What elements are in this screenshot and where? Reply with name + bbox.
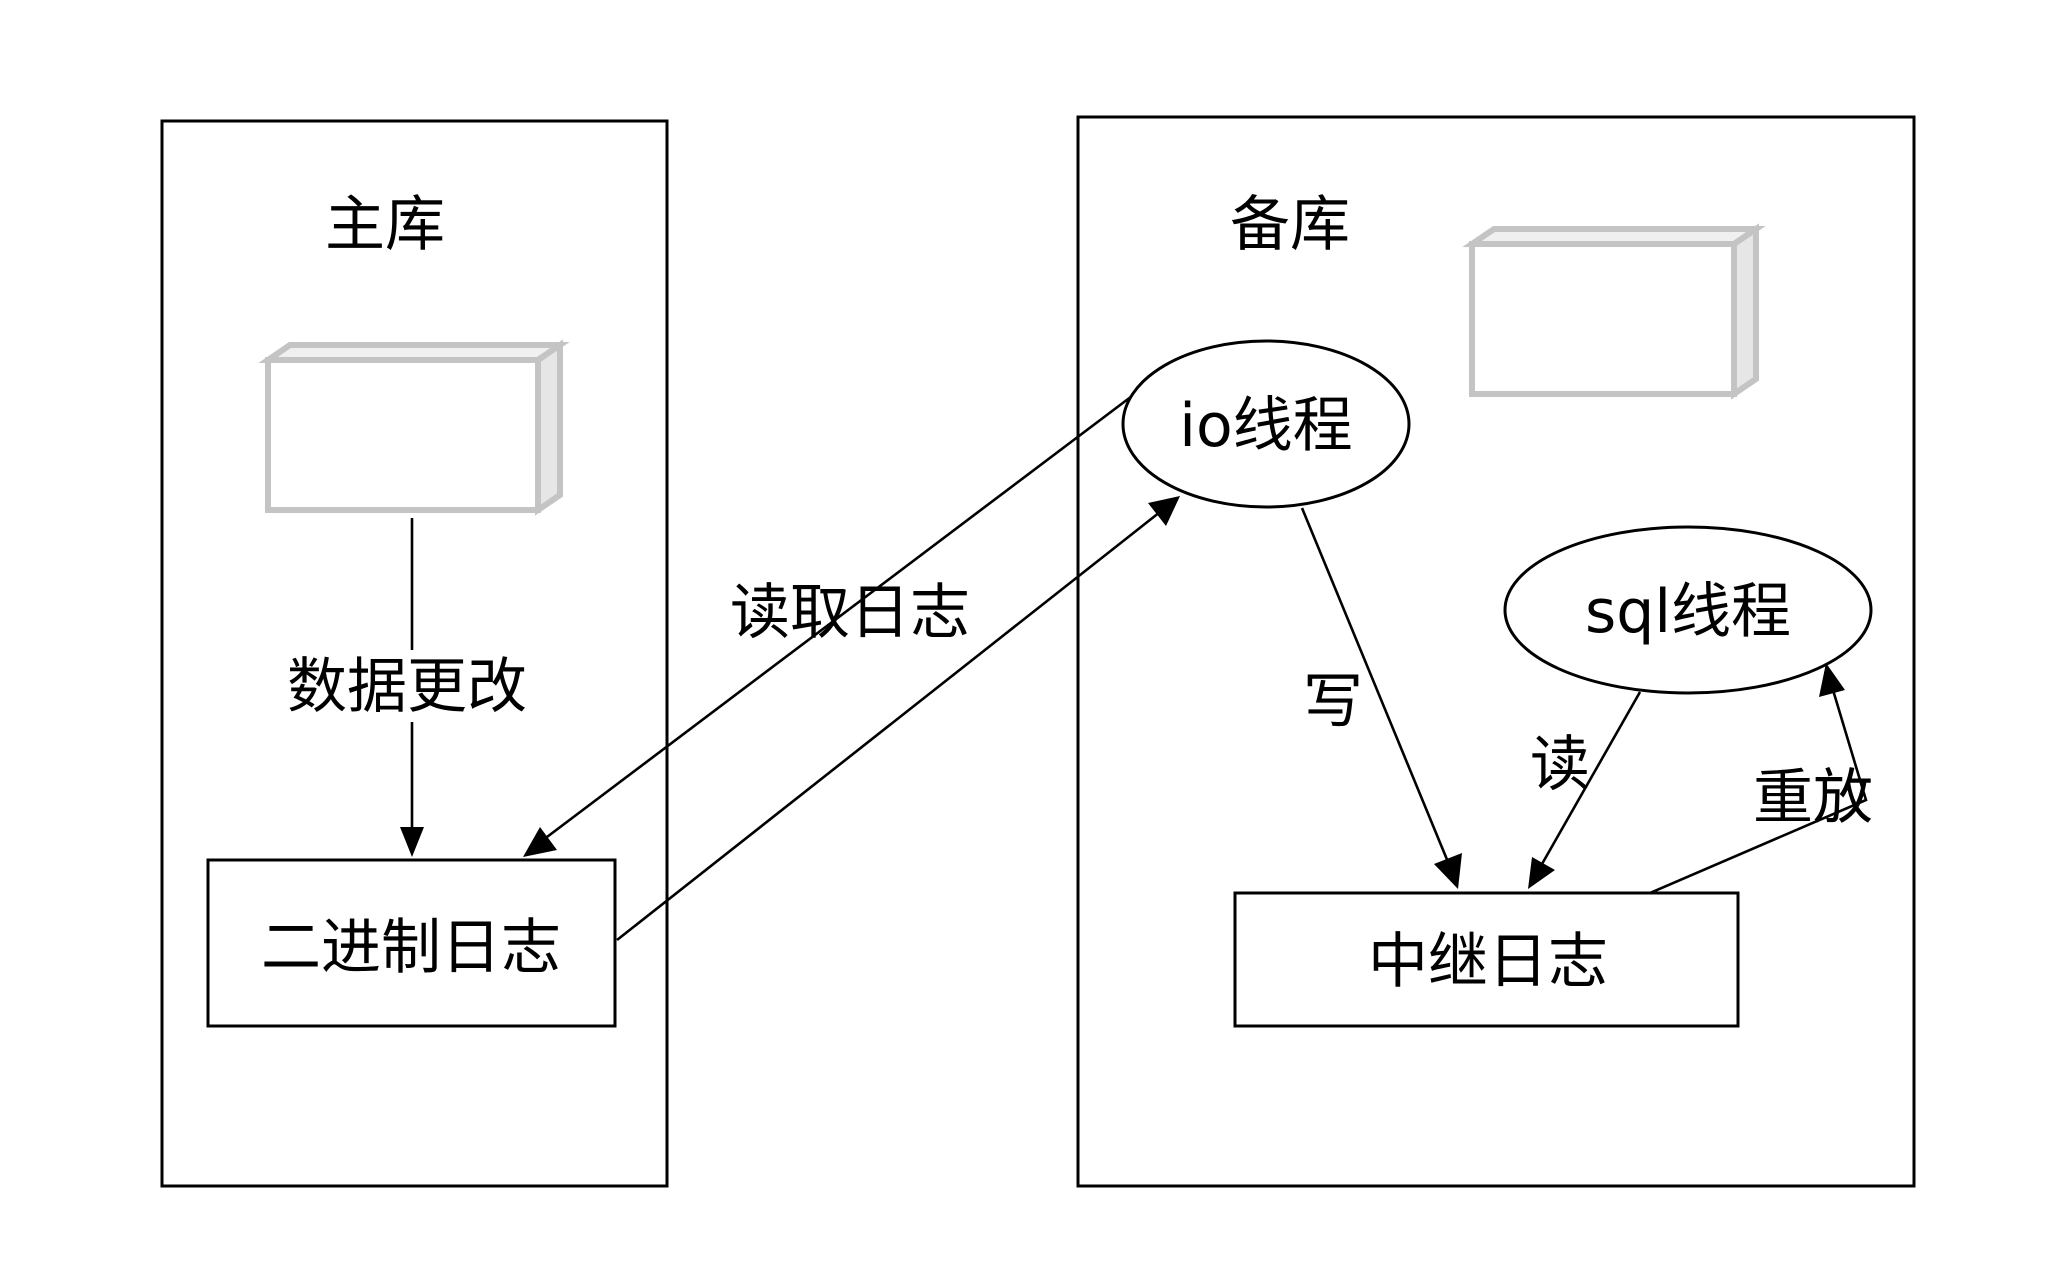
data-change-arrowhead bbox=[400, 827, 424, 857]
io-thread-label: io线程 bbox=[1179, 391, 1352, 461]
read-arrowhead bbox=[1528, 857, 1555, 889]
sql-thread-label: sql线程 bbox=[1585, 577, 1791, 647]
io-thread-node bbox=[1121, 339, 1411, 509]
database-server-icon-replica bbox=[1462, 223, 1766, 400]
read-label: 读 bbox=[1530, 730, 1590, 800]
primary-title: 主库 bbox=[325, 190, 445, 260]
replay-arrowhead bbox=[1819, 663, 1845, 697]
write-label: 写 bbox=[1303, 667, 1363, 737]
replay-label: 重放 bbox=[1753, 763, 1873, 833]
binlog-label: 二进制日志 bbox=[261, 913, 561, 983]
read-log-transfer-arrowhead bbox=[1148, 496, 1180, 526]
write-arrowhead bbox=[1434, 853, 1462, 889]
relay-log-label: 中继日志 bbox=[1368, 927, 1608, 997]
read-log-transfer-edge bbox=[616, 510, 1161, 942]
binlog-box bbox=[206, 858, 617, 1028]
read-log-request-arrowhead bbox=[523, 827, 557, 857]
replay-edge bbox=[1649, 689, 1868, 895]
primary-container bbox=[160, 119, 669, 1188]
database-server-icon-primary bbox=[258, 339, 570, 516]
data-change-label: 数据更改 bbox=[287, 652, 527, 722]
sql-thread-node bbox=[1503, 525, 1873, 695]
read-log-label: 读取日志 bbox=[730, 578, 970, 648]
write-edge bbox=[1300, 507, 1450, 863]
replica-title: 备库 bbox=[1230, 190, 1350, 260]
relay-log-box bbox=[1233, 891, 1740, 1028]
read-edge bbox=[1540, 691, 1642, 865]
read-log-request-edge bbox=[542, 388, 1141, 842]
replica-container bbox=[1076, 115, 1916, 1188]
